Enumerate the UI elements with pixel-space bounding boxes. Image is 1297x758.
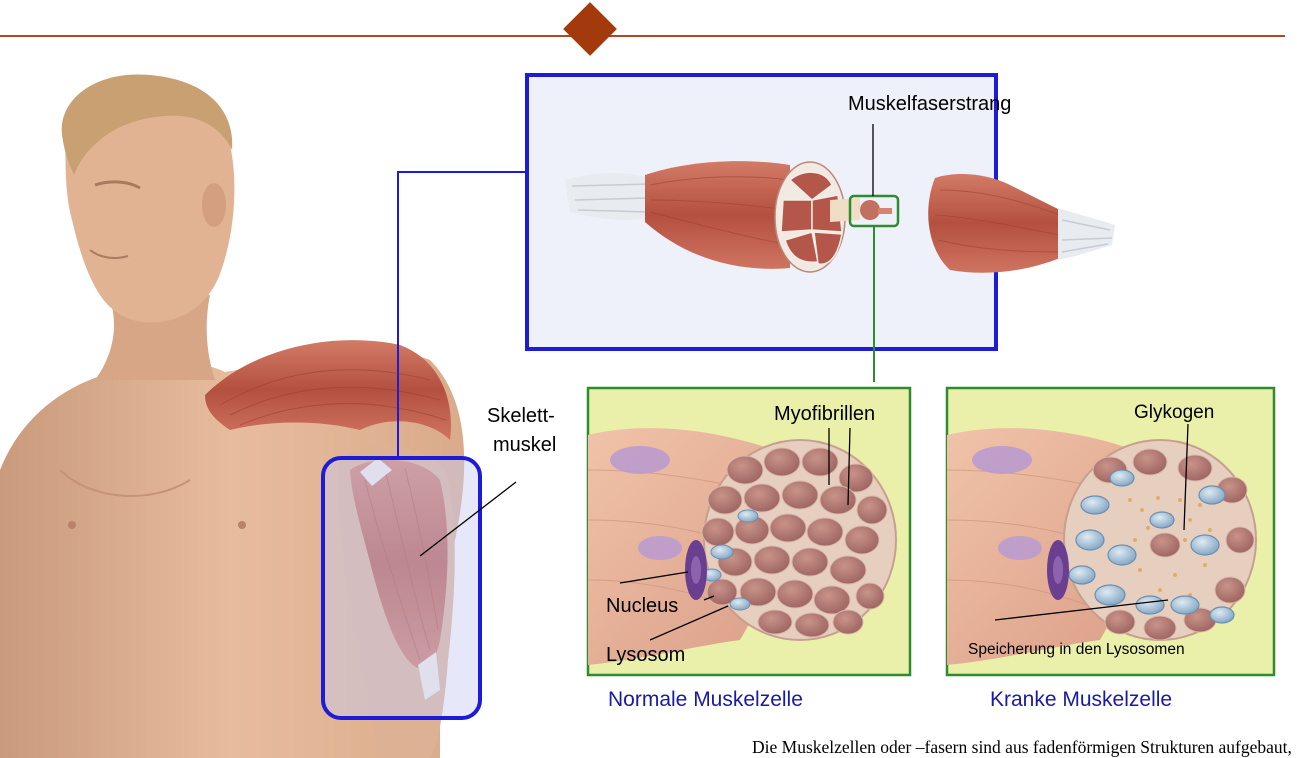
label-lysosome-storage: Speicherung in den Lysosomen — [968, 641, 1185, 659]
divider-diamond — [563, 2, 617, 56]
body-text: Die Muskelzellen oder –fasern sind aus f… — [752, 736, 1292, 758]
normal-cell-illustration — [588, 428, 896, 665]
label-skeletal-muscle-line2: muskel — [493, 433, 556, 457]
label-lysosome: Lysosom — [606, 643, 685, 667]
caption-normal-cell: Normale Muskelzelle — [608, 688, 803, 712]
diseased-cell-illustration — [947, 428, 1256, 665]
label-fiber-bundle: Muskelfaserstrang — [848, 92, 1011, 116]
caption-diseased-cell: Kranke Muskelzelle — [990, 688, 1172, 712]
label-nucleus: Nucleus — [606, 594, 678, 618]
label-skeletal-muscle-line1: Skelett- — [487, 404, 555, 428]
arm-highlight-frame — [323, 458, 480, 718]
label-glycogen: Glykogen — [1134, 402, 1214, 424]
label-myofibrils: Myofibrillen — [774, 402, 875, 426]
